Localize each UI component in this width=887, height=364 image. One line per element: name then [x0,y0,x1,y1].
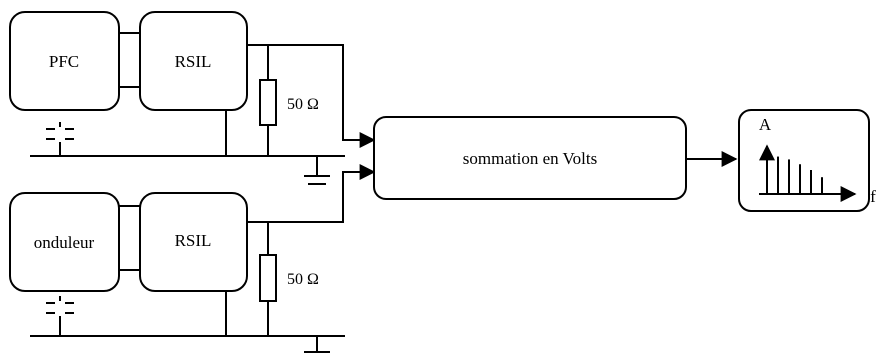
bottom-branch: onduleur RSIL 50 Ω [9,164,376,353]
resistor-top-label: 50 Ω [287,96,319,113]
rsil-label-top: RSIL [175,52,212,71]
ground-bottom-icon [304,336,330,353]
resistor-bottom [259,254,277,302]
rsil-label-bottom: RSIL [175,231,212,250]
wire-bottom-to-sum [247,164,376,223]
pfc-block [9,11,120,111]
rsil-block-bottom [139,192,248,292]
spectrum-y-label: A [759,115,772,134]
onduleur-block [9,192,120,292]
spectrum-frame [738,109,870,212]
spectrum-lines [759,144,823,194]
capacitor-top-icon [46,122,74,156]
rsil-block-top [139,11,248,111]
top-branch: PFC RSIL 50 Ω [9,11,376,185]
ground-top-icon [304,156,330,185]
pfc-label: PFC [49,52,79,71]
summation-label: sommation en Volts [463,149,597,168]
resistor-top [259,79,277,126]
wire-top-to-sum [247,44,376,148]
onduleur-label: onduleur [34,233,95,252]
spectrum-block: A f [738,109,876,212]
spectrum-x-label: f [870,187,876,206]
capacitor-bottom-icon [46,296,74,336]
resistor-bottom-label: 50 Ω [287,271,319,288]
